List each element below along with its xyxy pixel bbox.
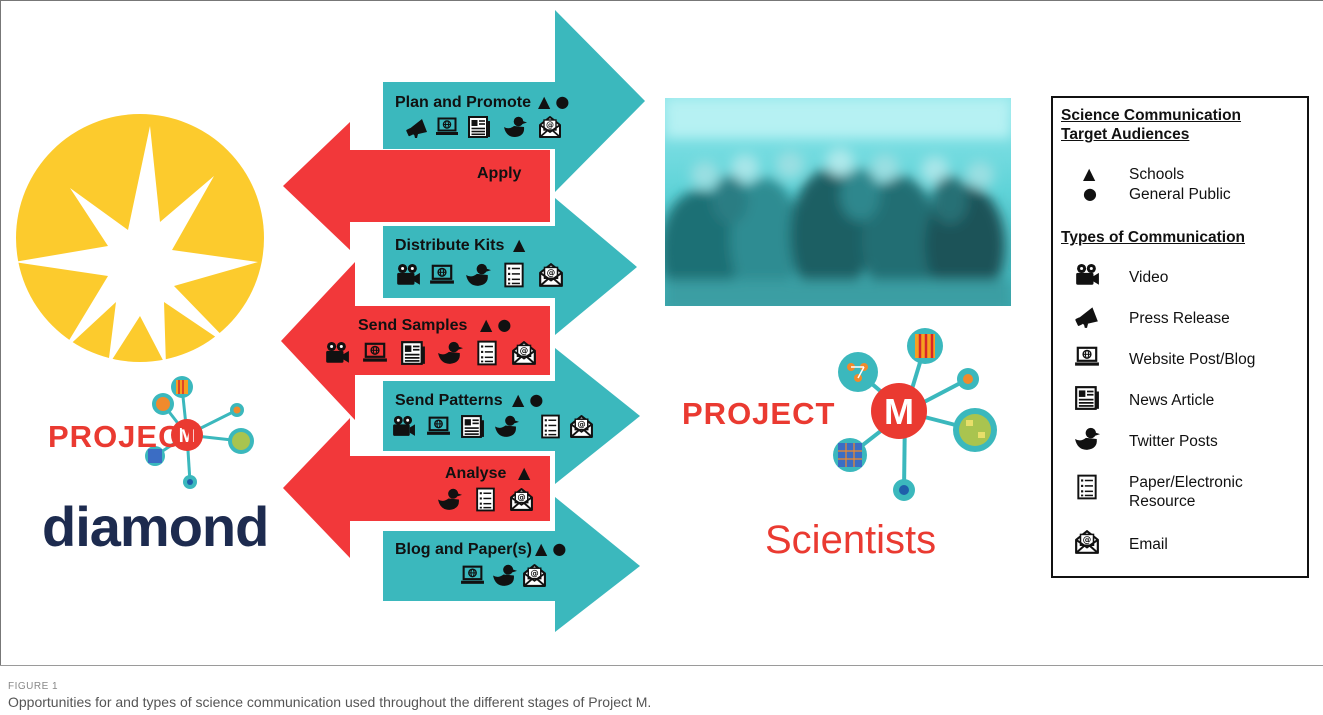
paper-resource-icon [504, 262, 524, 288]
legend-email-label: Email [1129, 536, 1168, 553]
figure-caption: Opportunities for and types of science c… [8, 694, 652, 710]
molecule-network-large: M [833, 328, 997, 501]
arrow-apply: Apply [283, 122, 550, 250]
project-wordmark-small: PROJECT [48, 419, 201, 454]
group-photo [665, 98, 1011, 306]
arrow-analyse: Analyse ▲ [283, 418, 550, 558]
website-icon [1074, 346, 1100, 367]
paper-resource-icon [476, 487, 495, 512]
legend-website-label: Website Post/Blog [1129, 351, 1256, 368]
project-m-logo-small: M PROJECT [48, 376, 254, 489]
news-article-icon [401, 341, 426, 365]
figure-bottom-border [0, 665, 1323, 666]
schools-triangle-icon: ▲ [1083, 164, 1096, 183]
arrow-label-analyse: Analyse [445, 465, 506, 482]
news-article-icon [461, 415, 485, 438]
schools-marker: ▲ ● [512, 390, 543, 409]
legend-video-label: Video [1129, 269, 1169, 286]
schools-marker: ▲ ● [538, 92, 569, 111]
project-m-logo-large: M PROJECT [682, 328, 997, 501]
press-release-icon [1074, 307, 1098, 328]
figure-top-border [0, 0, 1323, 1]
video-icon [1076, 263, 1099, 285]
schools-marker: ▲ [518, 463, 531, 482]
email-icon [1075, 530, 1099, 554]
molecule-network-small: M [145, 376, 254, 489]
arrow-plan-and-promote: Plan and Promote ▲ ● [383, 10, 645, 192]
paper-resource-icon [477, 340, 497, 366]
project-wordmark-large: PROJECT [682, 396, 835, 431]
news-article-icon [1075, 386, 1100, 410]
figure-left-border [0, 0, 1, 666]
legend-paper-resource-label: Paper/Electronic Resource [1129, 474, 1243, 510]
legend-schools-label: Schools [1129, 166, 1185, 183]
project-m-letter-small: M [179, 425, 196, 447]
legend-heading-audiences-line1: Science Communication [1061, 107, 1242, 124]
arrow-send-patterns: Send Patterns ▲ ● [383, 348, 640, 484]
figure-label: FIGURE 1 [8, 681, 59, 692]
arrow-send-samples: Send Samples ▲ ● [281, 262, 550, 420]
schools-marker: ▲ ● [535, 539, 566, 558]
diamond-wordmark: diamond [42, 495, 268, 558]
legend-general-public-label: General Public [1129, 186, 1231, 203]
legend-heading-audiences-line2: Target Audiences [1061, 126, 1190, 143]
arrow-distribute-kits: Distribute Kits ▲ [383, 198, 637, 335]
arrow-label-distribute-kits: Distribute Kits [395, 237, 504, 254]
legend-twitter-label: Twitter Posts [1129, 433, 1218, 450]
diamond-sun-logo [14, 114, 264, 366]
arrow-label-plan-and-promote: Plan and Promote [395, 94, 531, 111]
legend-news-article-label: News Article [1129, 392, 1215, 409]
arrow-label-blog-and-papers: Blog and Paper(s) [395, 541, 532, 558]
arrow-label-apply: Apply [477, 165, 522, 182]
legend-heading-types: Types of Communication [1061, 229, 1246, 246]
arrow-label-send-patterns: Send Patterns [395, 392, 503, 409]
news-article-icon [468, 116, 491, 138]
project-m-diagram: @ M [14, 10, 1011, 632]
schools-marker: ▲ [513, 235, 526, 254]
arrow-blog-and-papers: Blog and Paper(s) ▲ ● [383, 497, 640, 632]
paper-resource-icon [541, 414, 560, 439]
arrow-label-send-samples: Send Samples [358, 317, 467, 334]
schools-marker: ▲ ● [480, 315, 511, 334]
general-public-circle-icon: ● [1083, 184, 1097, 203]
project-m-letter-large: M [884, 391, 914, 432]
paper-resource-icon [1077, 474, 1097, 500]
twitter-icon [1075, 427, 1100, 450]
scientists-wordmark: Scientists [765, 518, 936, 562]
legend-press-release-label: Press Release [1129, 310, 1230, 327]
